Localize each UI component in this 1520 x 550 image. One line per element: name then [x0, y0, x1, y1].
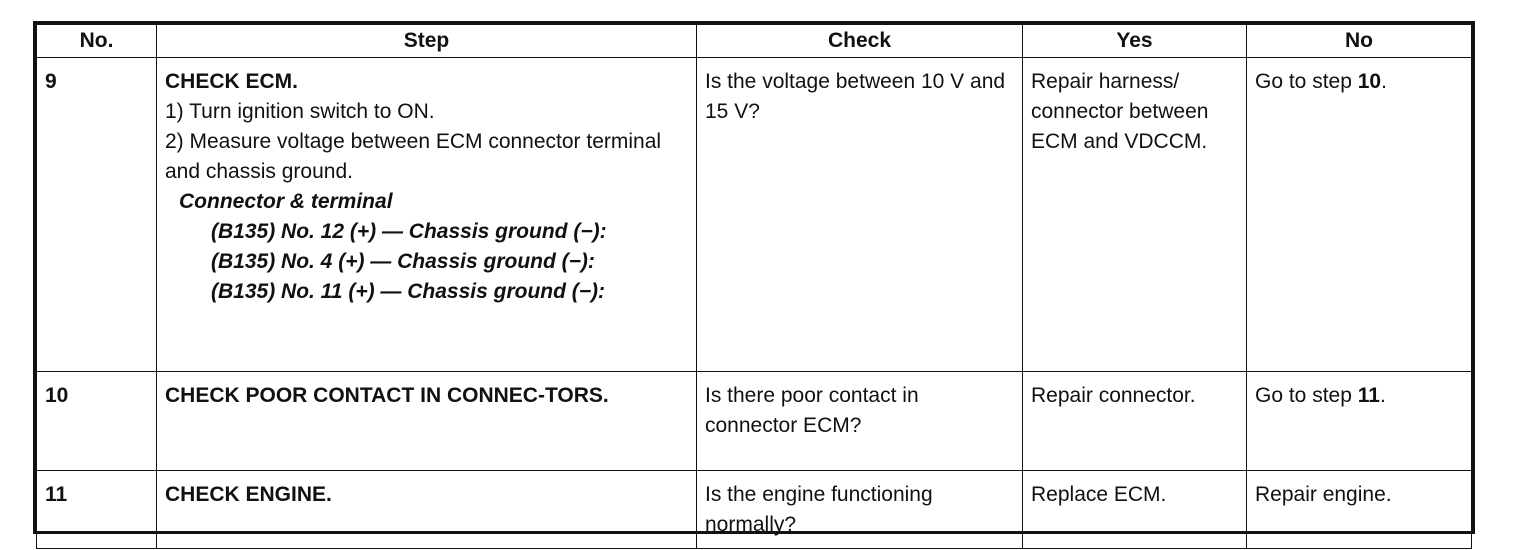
no-suffix: . [1379, 384, 1386, 407]
yes-cell: Repair harness/ connector between ECM an… [1022, 57, 1247, 372]
no-cell: Go to step 11. [1246, 371, 1472, 471]
check-cell: Is the voltage between 10 V and 15 V? [696, 57, 1023, 372]
diagnostic-table-frame: No. Step Check Yes No 9 CHECK ECM. 1) Tu… [33, 21, 1475, 549]
no-cell: Repair engine. [1246, 470, 1472, 549]
header-row: No. Step Check Yes No [36, 24, 1472, 58]
step-title: CHECK ENGINE. [165, 483, 332, 506]
no-cell: Go to step 10. [1246, 57, 1472, 372]
step-number: 9 [36, 57, 157, 372]
header-no: No. [36, 24, 157, 58]
step-instruction: 1) Turn ignition switch to ON. [165, 100, 435, 123]
connector-item: (B135) No. 4 (+) — Chassis ground (−): [211, 250, 595, 273]
header-check: Check [696, 24, 1023, 58]
step-cell: CHECK ENGINE. [156, 470, 697, 549]
no-prefix: Go to step [1255, 70, 1358, 93]
connector-item: (B135) No. 12 (+) — Chassis ground (−): [211, 220, 607, 243]
check-cell: Is there poor contact in connector ECM? [696, 371, 1023, 471]
yes-cell: Replace ECM. [1022, 470, 1247, 549]
table-row: 10 CHECK POOR CONTACT IN CONNEC-TORS. Is… [36, 371, 1472, 471]
step-cell: CHECK ECM. 1) Turn ignition switch to ON… [156, 57, 697, 372]
step-number: 10 [36, 371, 157, 471]
diagnostic-table: No. Step Check Yes No 9 CHECK ECM. 1) Tu… [36, 24, 1472, 549]
no-prefix: Go to step [1255, 384, 1358, 407]
connector-label: Connector & terminal [179, 190, 393, 213]
table-row: 11 CHECK ENGINE. Is the engine functioni… [36, 470, 1472, 549]
step-cell: CHECK POOR CONTACT IN CONNEC-TORS. [156, 371, 697, 471]
check-cell: Is the engine functioning normally? [696, 470, 1023, 549]
yes-cell: Repair connector. [1022, 371, 1247, 471]
connector-item: (B135) No. 11 (+) — Chassis ground (−): [211, 280, 606, 303]
no-suffix: . [1381, 70, 1387, 93]
no-step-number: 10 [1357, 70, 1382, 93]
no-step-number: 11 [1357, 384, 1380, 407]
step-title: CHECK ECM. [165, 70, 299, 93]
step-title: CHECK POOR CONTACT IN CONNEC-TORS. [165, 384, 609, 407]
step-number: 11 [36, 470, 157, 549]
table-row: 9 CHECK ECM. 1) Turn ignition switch to … [36, 57, 1472, 372]
header-no-result: No [1246, 24, 1472, 58]
header-yes: Yes [1022, 24, 1247, 58]
step-instruction: 2) Measure voltage between ECM connector… [165, 130, 662, 183]
header-step: Step [156, 24, 697, 58]
